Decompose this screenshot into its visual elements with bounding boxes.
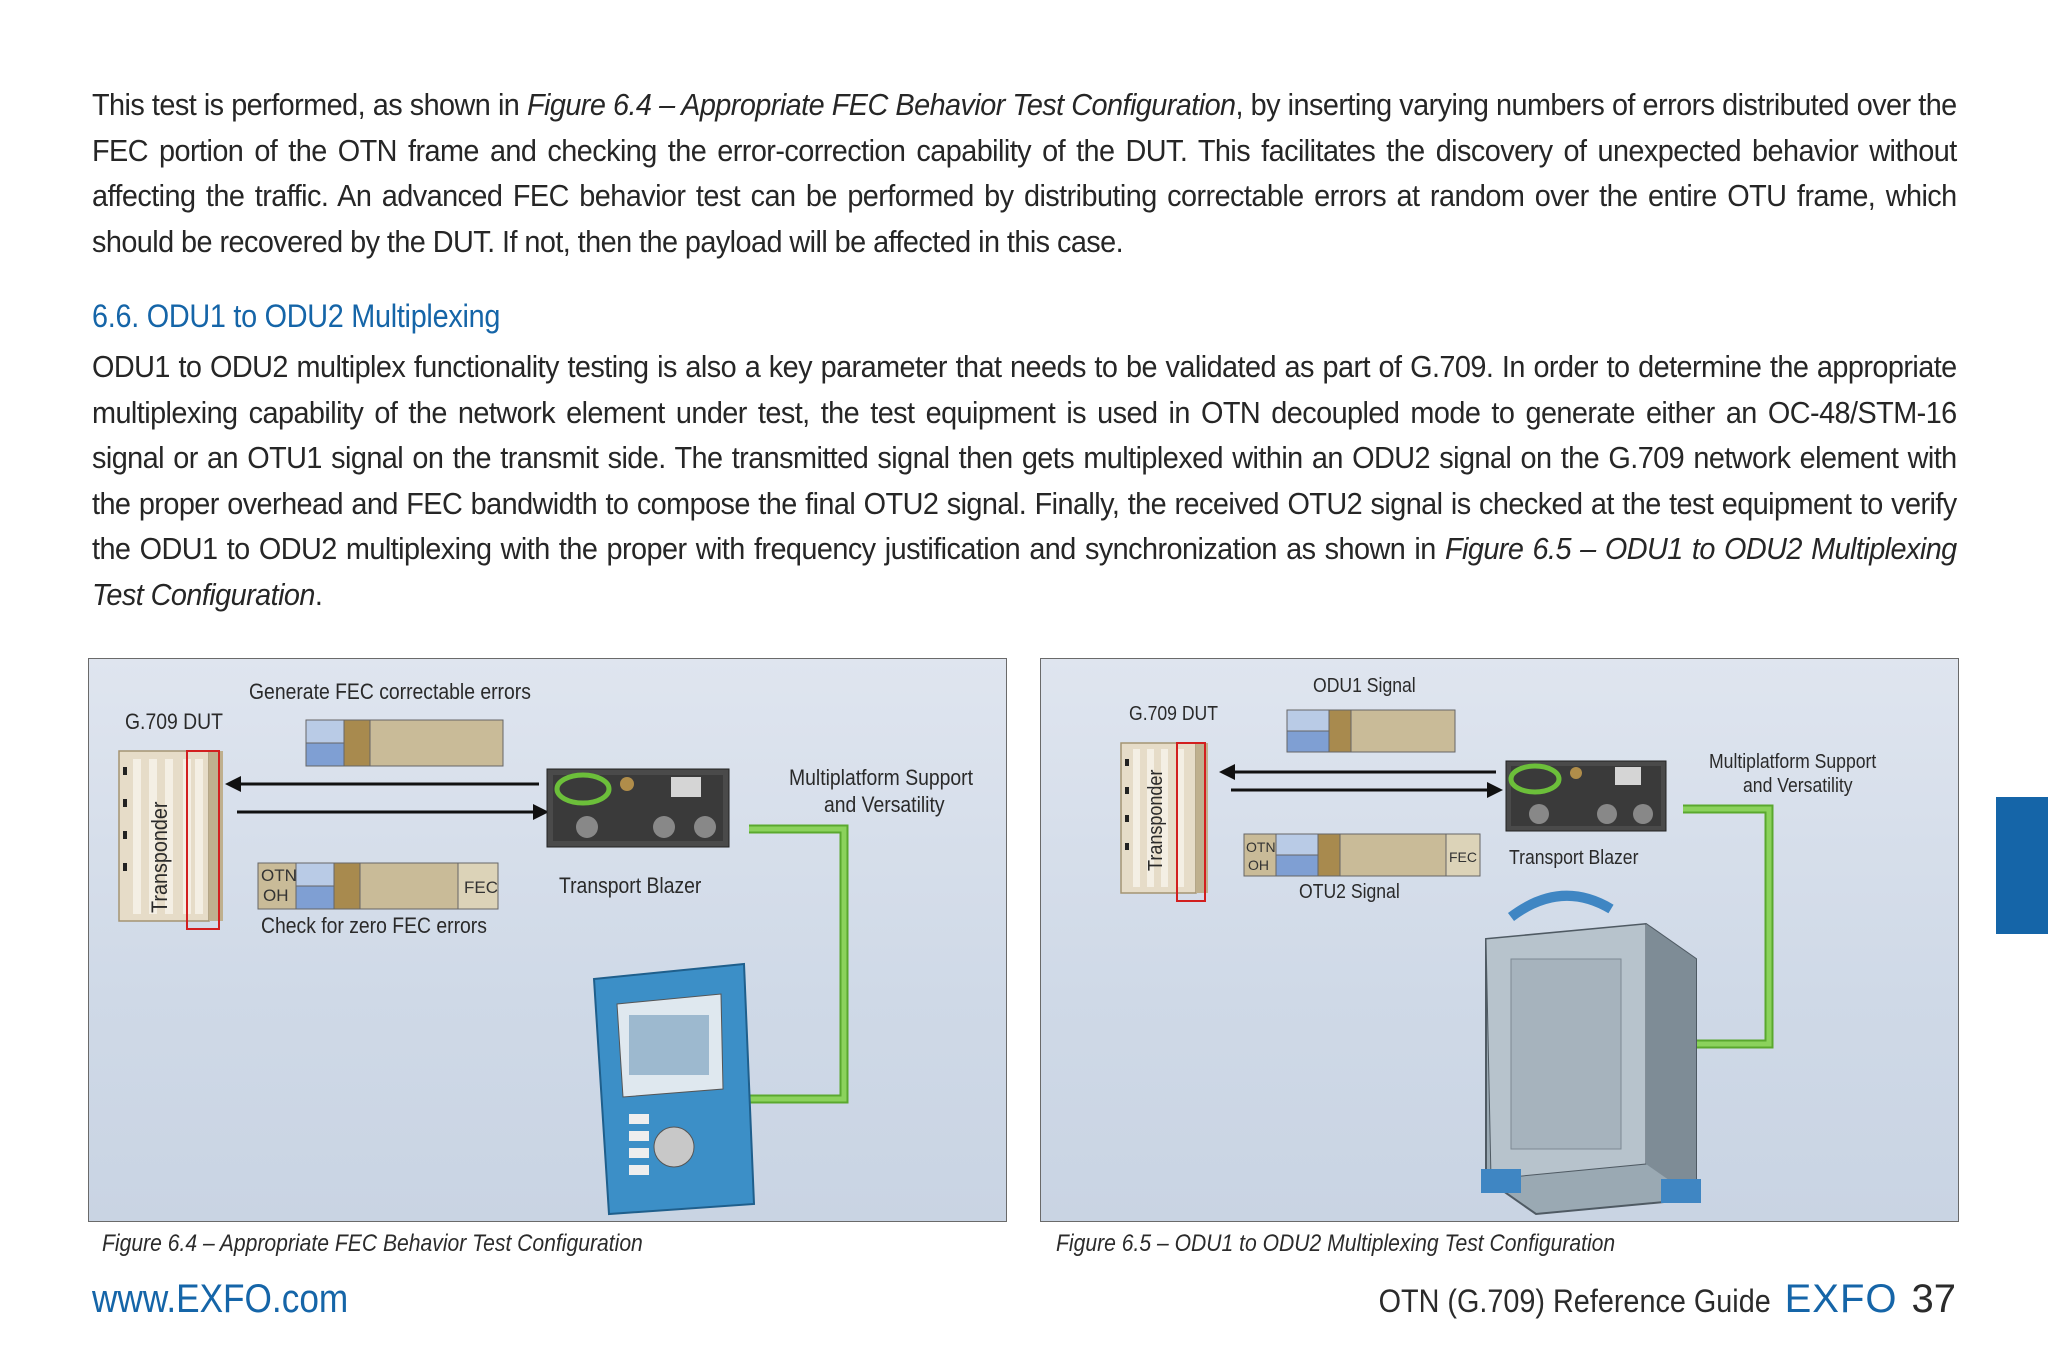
otn-label: OTN	[1246, 839, 1276, 855]
section-paragraph: ODU1 to ODU2 multiplex functionality tes…	[92, 344, 1957, 617]
section-heading: 6.6. ODU1 to ODU2 Multiplexing	[92, 298, 501, 334]
otu2-signal-label: OTU2 Signal	[1299, 881, 1400, 903]
figure-6-5: ODU1 Signal G.709 DUT Transponder OTN OH…	[1040, 658, 1959, 1222]
p1-figure-ref: Figure 6.4 – Appropriate FEC Behavior Te…	[526, 87, 1236, 122]
fec-frame-bottom	[257, 862, 499, 910]
transport-blazer-device	[1505, 760, 1667, 832]
p1-text-a: This test is performed, as shown in	[92, 87, 527, 122]
dut-label: G.709 DUT	[125, 709, 223, 734]
support-label-line2: and Versatility	[1743, 775, 1853, 797]
transport-blazer-device	[546, 768, 730, 848]
fec-label: FEC	[464, 878, 498, 897]
p1-text-b: , by inserting varying numbers of errors…	[92, 87, 1957, 259]
footer-guide-title: OTN (G.709) Reference Guide	[1378, 1283, 1771, 1319]
page-number: 37	[1911, 1277, 1957, 1321]
odu1-frame	[1286, 709, 1456, 753]
intro-paragraph: This test is performed, as shown in Figu…	[92, 82, 1957, 264]
figure-2-graphics	[1120, 709, 1774, 1216]
p2-text-a: ODU1 to ODU2 multiplex functionality tes…	[92, 349, 1957, 566]
support-label-line1: Multiplatform Support	[1709, 751, 1877, 773]
figure-6-4-caption: Figure 6.4 – Appropriate FEC Behavior Te…	[102, 1230, 643, 1257]
portable-platform-image	[1481, 890, 1701, 1216]
chapter-side-tab	[1996, 797, 2048, 934]
handheld-tester-image	[592, 962, 756, 1216]
figure-6-5-caption: Figure 6.5 – ODU1 to ODU2 Multiplexing T…	[1056, 1230, 1616, 1257]
footer-brand-logo: EXFO	[1784, 1277, 1898, 1321]
p2-text-b: .	[314, 576, 323, 612]
transport-blazer-label: Transport Blazer	[559, 873, 702, 898]
generate-errors-label: Generate FEC correctable errors	[249, 679, 531, 704]
dut-rack	[1120, 742, 1208, 902]
fec-frame-top	[305, 719, 504, 767]
figure-1-graphics	[118, 719, 849, 1216]
oh-label: OH	[263, 886, 289, 905]
otu2-frame	[1243, 833, 1481, 877]
oh-label: OH	[1248, 857, 1269, 873]
check-fec-label: Check for zero FEC errors	[261, 913, 487, 938]
odu1-signal-label: ODU1 Signal	[1313, 675, 1416, 697]
footer-url-link[interactable]: www.EXFO.com	[92, 1277, 349, 1321]
fec-label: FEC	[1449, 849, 1477, 865]
otn-label: OTN	[261, 866, 297, 885]
figure-6-4: Generate FEC correctable errors G.709 DU…	[88, 658, 1007, 1222]
dut-rack	[118, 750, 223, 930]
support-label-line1: Multiplatform Support	[789, 765, 974, 790]
p2-figure-ref: Figure 6.5 – ODU1 to ODU2 Multiplexing T…	[92, 531, 1957, 612]
support-label-line2: and Versatility	[824, 792, 945, 817]
dut-label: G.709 DUT	[1129, 703, 1219, 725]
footer-right: OTN (G.709) Reference Guide EXFO 37	[1335, 1277, 1956, 1322]
transponder-label: Transponder	[147, 801, 172, 913]
transport-blazer-label: Transport Blazer	[1509, 847, 1639, 869]
transponder-label: Transponder	[1145, 769, 1167, 871]
